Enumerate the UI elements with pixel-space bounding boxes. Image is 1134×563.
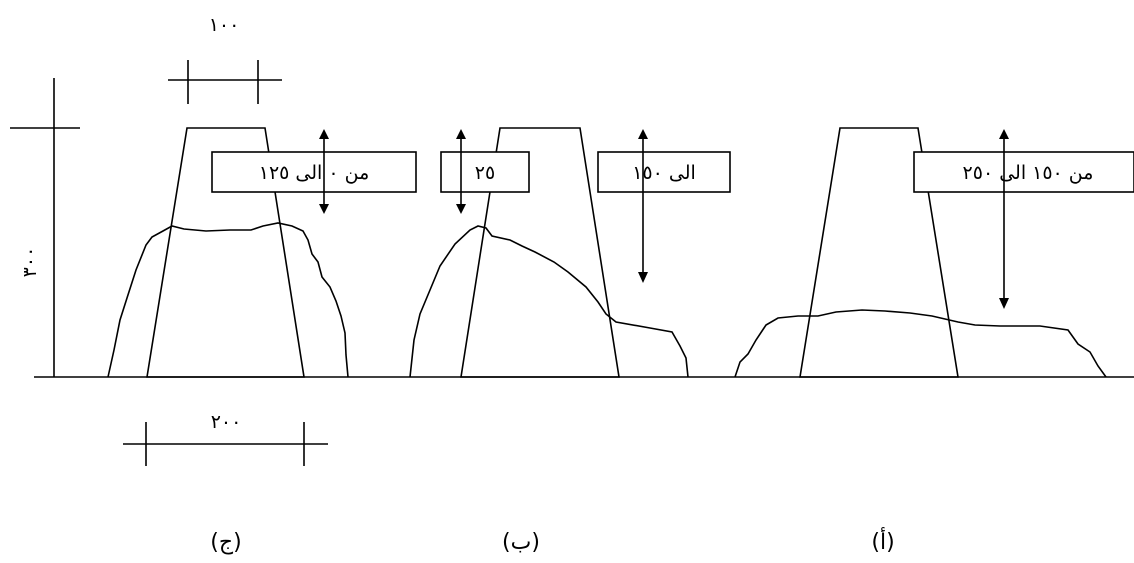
top-width-label: ١٠٠ [209,14,240,36]
range-label-b-left: ٢٥ [475,162,495,184]
range-box-c [211,151,417,193]
arrowhead-up-b-left [456,129,466,139]
range-label-a: من ١٥٠ الى ٢٥٠ [963,162,1094,184]
arrowhead-down-a [999,298,1009,309]
slump-profile-b [409,225,689,378]
arrowhead-down-c [319,204,329,214]
range-label-b-right: الى ١٥٠ [632,162,696,184]
range-label-c: من ٠ الى ١٢٥ [259,162,370,184]
arrowhead-down-b-right [638,272,648,283]
panel-a: من ١٥٠ الى ٢٥٠ (أ) [734,127,1134,555]
base-width-label: ٢٠٠ [211,411,242,433]
panel-c: من ٠ الى ١٢٥ (ج) [107,127,417,555]
cone-outline-a [799,127,959,378]
range-box-b-right [597,151,731,193]
cone-outline-c [146,127,305,378]
arrowhead-up-c [319,129,329,139]
panel-b: ٢٥ الى ١٥٠ (ب) [409,127,731,555]
arrowhead-up-b-right [638,129,648,139]
slump-profile-a [734,309,1107,378]
arrowhead-up-a [999,129,1009,139]
caption-a: (أ) [871,527,894,555]
arrowhead-down-b-left [456,204,466,214]
caption-c: (ج) [210,530,241,555]
range-box-a [913,151,1134,193]
caption-b: (ب) [502,530,540,555]
cone-outline-b [460,127,620,378]
range-box-b-left [440,151,530,193]
height-label: ٣٠٠ [19,247,41,278]
slump-profile-c [107,222,349,378]
